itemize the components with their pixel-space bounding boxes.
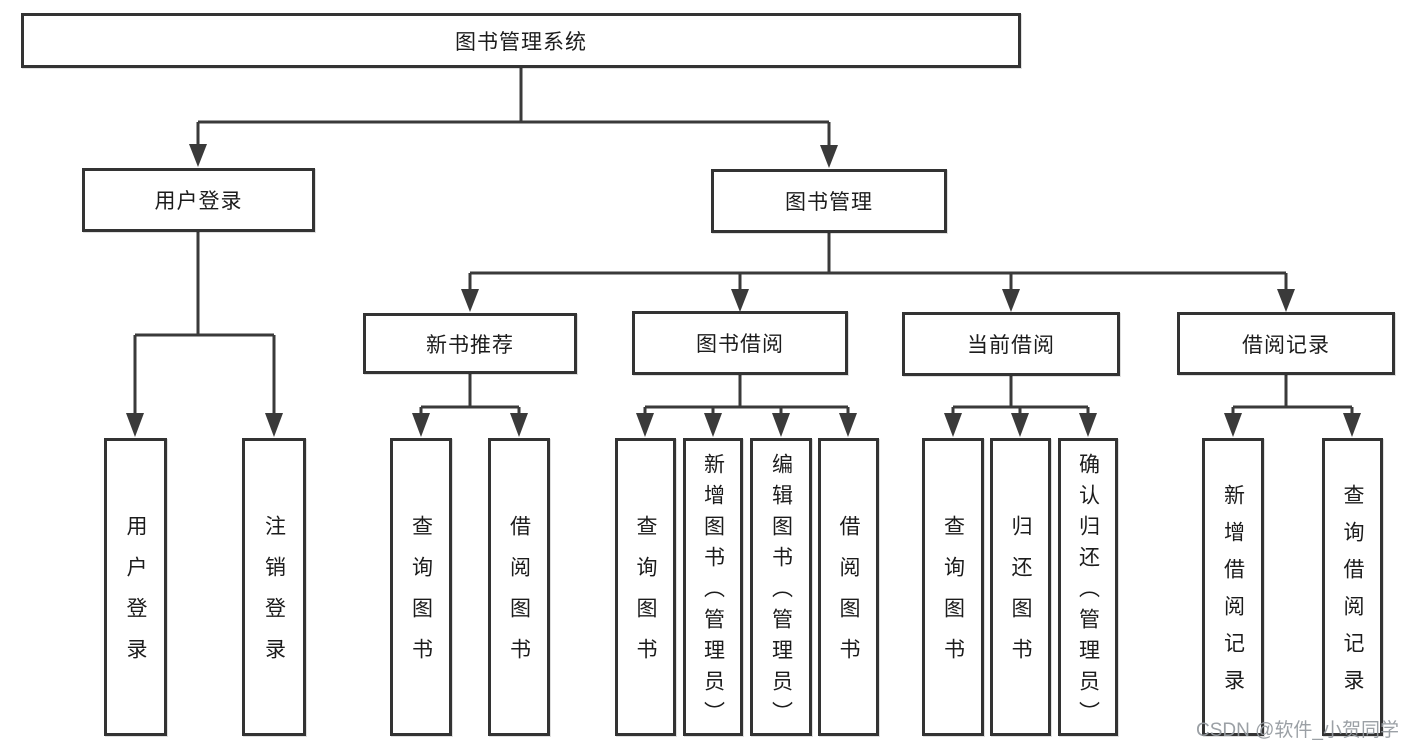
arrowheads [126, 144, 1361, 437]
leaf-query-book-recommend: 查询图书 [390, 438, 452, 736]
node-book-borrow: 图书借阅 [632, 311, 848, 375]
node-user-login-label: 用户登录 [154, 190, 243, 213]
node-book-management: 图书管理 [711, 169, 947, 233]
leaf-user-login: 用户登录 [104, 438, 167, 736]
leaf-edit-book-admin: 编辑图书（管理员） [750, 438, 812, 736]
node-root-label: 图书管理系统 [455, 30, 587, 54]
leaf-add-book-admin: 新增图书（管理员） [683, 438, 743, 736]
node-user-login: 用户登录 [82, 168, 315, 232]
leaf-logout-label: 注销登录 [262, 515, 286, 679]
leaf-borrow-book-recommend-label: 借阅图书 [507, 515, 531, 679]
node-book-borrow-label: 图书借阅 [696, 333, 784, 356]
node-book-management-label: 图书管理 [785, 191, 873, 214]
leaf-query-book-current-label: 查询图书 [941, 515, 965, 679]
leaf-query-borrow-record: 查询借阅记录 [1322, 438, 1383, 736]
leaf-add-book-admin-label: 新增图书（管理员） [701, 452, 725, 732]
leaf-return-book-label: 归还图书 [1009, 515, 1032, 679]
leaf-borrow-book: 借阅图书 [818, 438, 879, 736]
leaf-query-book-borrow-label: 查询图书 [634, 515, 657, 679]
leaf-query-book-current: 查询图书 [922, 438, 984, 736]
leaf-return-book: 归还图书 [990, 438, 1051, 736]
leaf-query-borrow-record-label: 查询借阅记录 [1341, 484, 1364, 706]
node-new-book-recommend-label: 新书推荐 [426, 333, 514, 357]
node-borrow-record-label: 借阅记录 [1242, 333, 1330, 357]
node-current-borrow: 当前借阅 [902, 312, 1120, 376]
leaf-confirm-return-admin: 确认归还（管理员） [1058, 438, 1118, 736]
leaf-query-book-borrow: 查询图书 [615, 438, 676, 736]
leaf-add-borrow-record: 新增借阅记录 [1202, 438, 1264, 736]
csdn-watermark: CSDN @软件_小贺同学 [1196, 720, 1399, 741]
node-borrow-record: 借阅记录 [1177, 312, 1395, 375]
leaf-add-borrow-record-label: 新增借阅记录 [1221, 484, 1245, 706]
node-new-book-recommend: 新书推荐 [363, 313, 577, 374]
node-root-system: 图书管理系统 [21, 13, 1021, 68]
leaf-borrow-book-label: 借阅图书 [837, 515, 860, 679]
leaf-user-login-label: 用户登录 [124, 515, 147, 679]
node-current-borrow-label: 当前借阅 [967, 334, 1055, 357]
leaf-edit-book-admin-label: 编辑图书（管理员） [769, 452, 793, 732]
leaf-query-book-recommend-label: 查询图书 [409, 515, 433, 679]
leaf-logout: 注销登录 [242, 438, 306, 736]
leaf-borrow-book-recommend: 借阅图书 [488, 438, 550, 736]
leaf-confirm-return-admin-label: 确认归还（管理员） [1076, 452, 1100, 732]
